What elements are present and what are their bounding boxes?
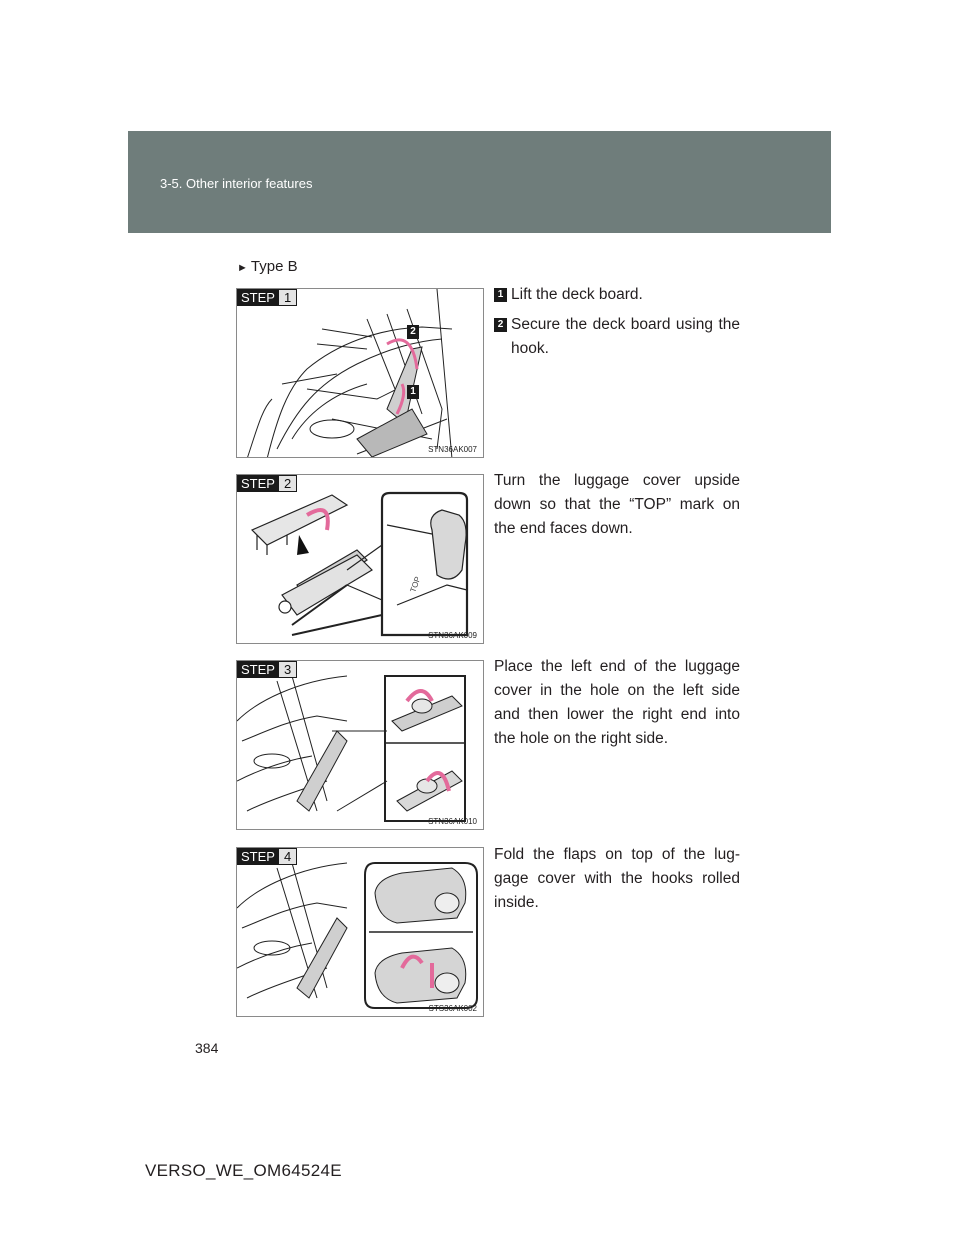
- insert-cover-illustration: [237, 675, 466, 822]
- fold-flaps-illustration: [237, 862, 478, 1009]
- step-number: 4: [278, 848, 298, 865]
- type-label: ►Type B: [237, 258, 298, 275]
- step-3-text: Place the left end of the luggage cover …: [494, 658, 740, 747]
- step-label: STEP: [237, 475, 279, 492]
- step-2-text: Turn the luggage cover upside down so th…: [494, 472, 740, 537]
- document-code: VERSO_WE_OM64524E: [145, 1161, 342, 1180]
- step-label: STEP: [237, 848, 279, 865]
- step-number: 3: [278, 661, 298, 678]
- figure-code: STN36AK009: [428, 631, 477, 640]
- step-label: STEP: [237, 289, 279, 306]
- luggage-cover-illustration: TOP: [250, 491, 469, 637]
- deck-board-illustration: [247, 289, 453, 457]
- header-bar: [128, 131, 831, 233]
- step-label: STEP: [237, 661, 279, 678]
- step-1-text: 1 Lift the deck board. 2 Secure the deck…: [494, 283, 740, 367]
- step-number: 1: [278, 289, 298, 306]
- figure-code: STN36AK010: [428, 817, 477, 826]
- page-number: 384: [195, 1040, 219, 1056]
- callout-2-badge: 2: [407, 325, 419, 339]
- figure-code: STS36AK002: [428, 1004, 477, 1013]
- list-item-text: Lift the deck board.: [511, 286, 643, 303]
- top-mark-label: TOP: [408, 575, 422, 593]
- step-number: 2: [278, 475, 298, 492]
- section-title: 3-5. Other interior features: [160, 176, 313, 191]
- list-item: 2 Secure the deck board using the hook.: [494, 313, 740, 361]
- step-4-text: Fold the flaps on top of the lug-gage co…: [494, 846, 740, 911]
- callout-1-badge: 1: [407, 385, 419, 399]
- type-label-text: Type B: [250, 258, 298, 275]
- list-item-text: Secure the deck board using the hook.: [511, 316, 740, 357]
- pointer-arrow-icon: ►: [237, 262, 248, 274]
- list-item: 1 Lift the deck board.: [494, 283, 740, 307]
- step-number-badge: 2: [494, 318, 507, 332]
- step-number-badge: 1: [494, 288, 507, 302]
- figure-code: STN36AK007: [428, 445, 477, 454]
